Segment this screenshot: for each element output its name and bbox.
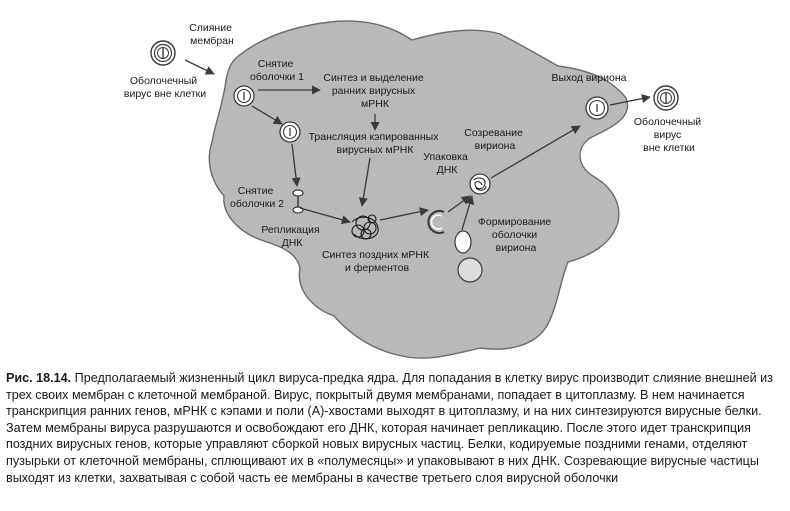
label-late-mrna: Синтез поздних мРНК и ферментов (322, 249, 432, 274)
enveloped-virus-icon (150, 40, 176, 66)
exiting-virion-icon (585, 96, 609, 120)
figure-label: Рис. 18.14. (6, 371, 72, 385)
label-maturation: Созревание вириона (464, 127, 526, 152)
label-uncoating2: Снятие оболочки 2 (230, 185, 284, 210)
membrane-vesicle-icon (454, 230, 472, 254)
label-uncoating1: Снятие оболочки 1 (250, 58, 304, 83)
arrow-to-late-synthesis (299, 207, 351, 225)
enveloped-virus-icon (653, 85, 679, 111)
arrow-translation-to-late (358, 157, 371, 207)
virus-life-cycle-diagram: Слияние мембран Оболочечный вирус вне кл… (124, 20, 704, 359)
label-virus-outside2: Оболочечный вирус вне клетки (634, 116, 704, 154)
label-fusion: Слияние мембран (189, 22, 235, 47)
double-membrane-virus-icon (233, 85, 255, 107)
dna-packing-particle-icon (469, 173, 491, 195)
membrane-vesicle-icon (457, 257, 483, 283)
label-dna-packing: Упаковка ДНК (423, 151, 470, 176)
arrow-to-second-virus (251, 105, 283, 125)
arrows-group (184, 59, 651, 231)
arrow-to-maturation (490, 125, 581, 179)
label-virus-outside: Оболочечный вирус вне клетки (124, 75, 206, 100)
label-exit: Выход вириона (552, 72, 627, 84)
arrow-to-crescent (379, 207, 429, 221)
double-membrane-virus-icon (279, 121, 301, 143)
label-translation: Трансляция кэпированных вирусных мРНК (309, 131, 442, 156)
arrow-vesicle-to-packing (461, 195, 475, 231)
label-replication: Репликация ДНК (261, 224, 322, 249)
figure-caption: Рис. 18.14. Предполагаемый жизненный цик… (6, 370, 786, 486)
label-envelope-forming: Формирование оболочки вириона (478, 216, 554, 254)
arrow-exit (609, 94, 651, 106)
caption-text: Предполагаемый жизненный цикл вируса-пре… (6, 371, 773, 485)
label-early-mrna: Синтез и выделение ранних вирусных мРНК (323, 72, 426, 110)
arrow-to-uncoating2 (291, 143, 301, 187)
arrow-fusion (184, 59, 215, 75)
cell-body (208, 20, 629, 359)
crescent-membrane-icon (427, 210, 445, 234)
replicating-dna-tangle-icon (351, 214, 379, 240)
